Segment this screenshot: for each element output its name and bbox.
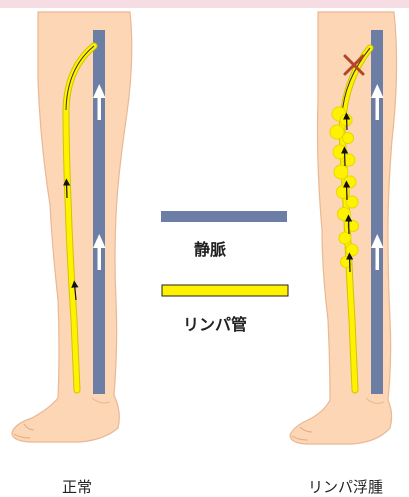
flow-arrow — [350, 256, 351, 272]
flow-arrow — [347, 184, 348, 200]
legend-vein-swatch — [161, 211, 287, 222]
flow-arrow — [345, 150, 346, 166]
legend-lymph-swatch — [162, 285, 288, 296]
caption-normal: 正常 — [62, 476, 92, 497]
top-band — [0, 0, 409, 8]
legend-lymph-label: リンパ管 — [183, 311, 247, 335]
normal-leg — [12, 12, 132, 442]
caption-lymphedema: リンパ浮腫 — [308, 476, 383, 497]
legend-vein-label: 静脈 — [194, 236, 226, 260]
flow-arrow — [67, 182, 68, 198]
flow-arrow — [349, 218, 350, 234]
lymphedema-leg — [290, 12, 397, 444]
flow-arrow — [347, 116, 348, 130]
